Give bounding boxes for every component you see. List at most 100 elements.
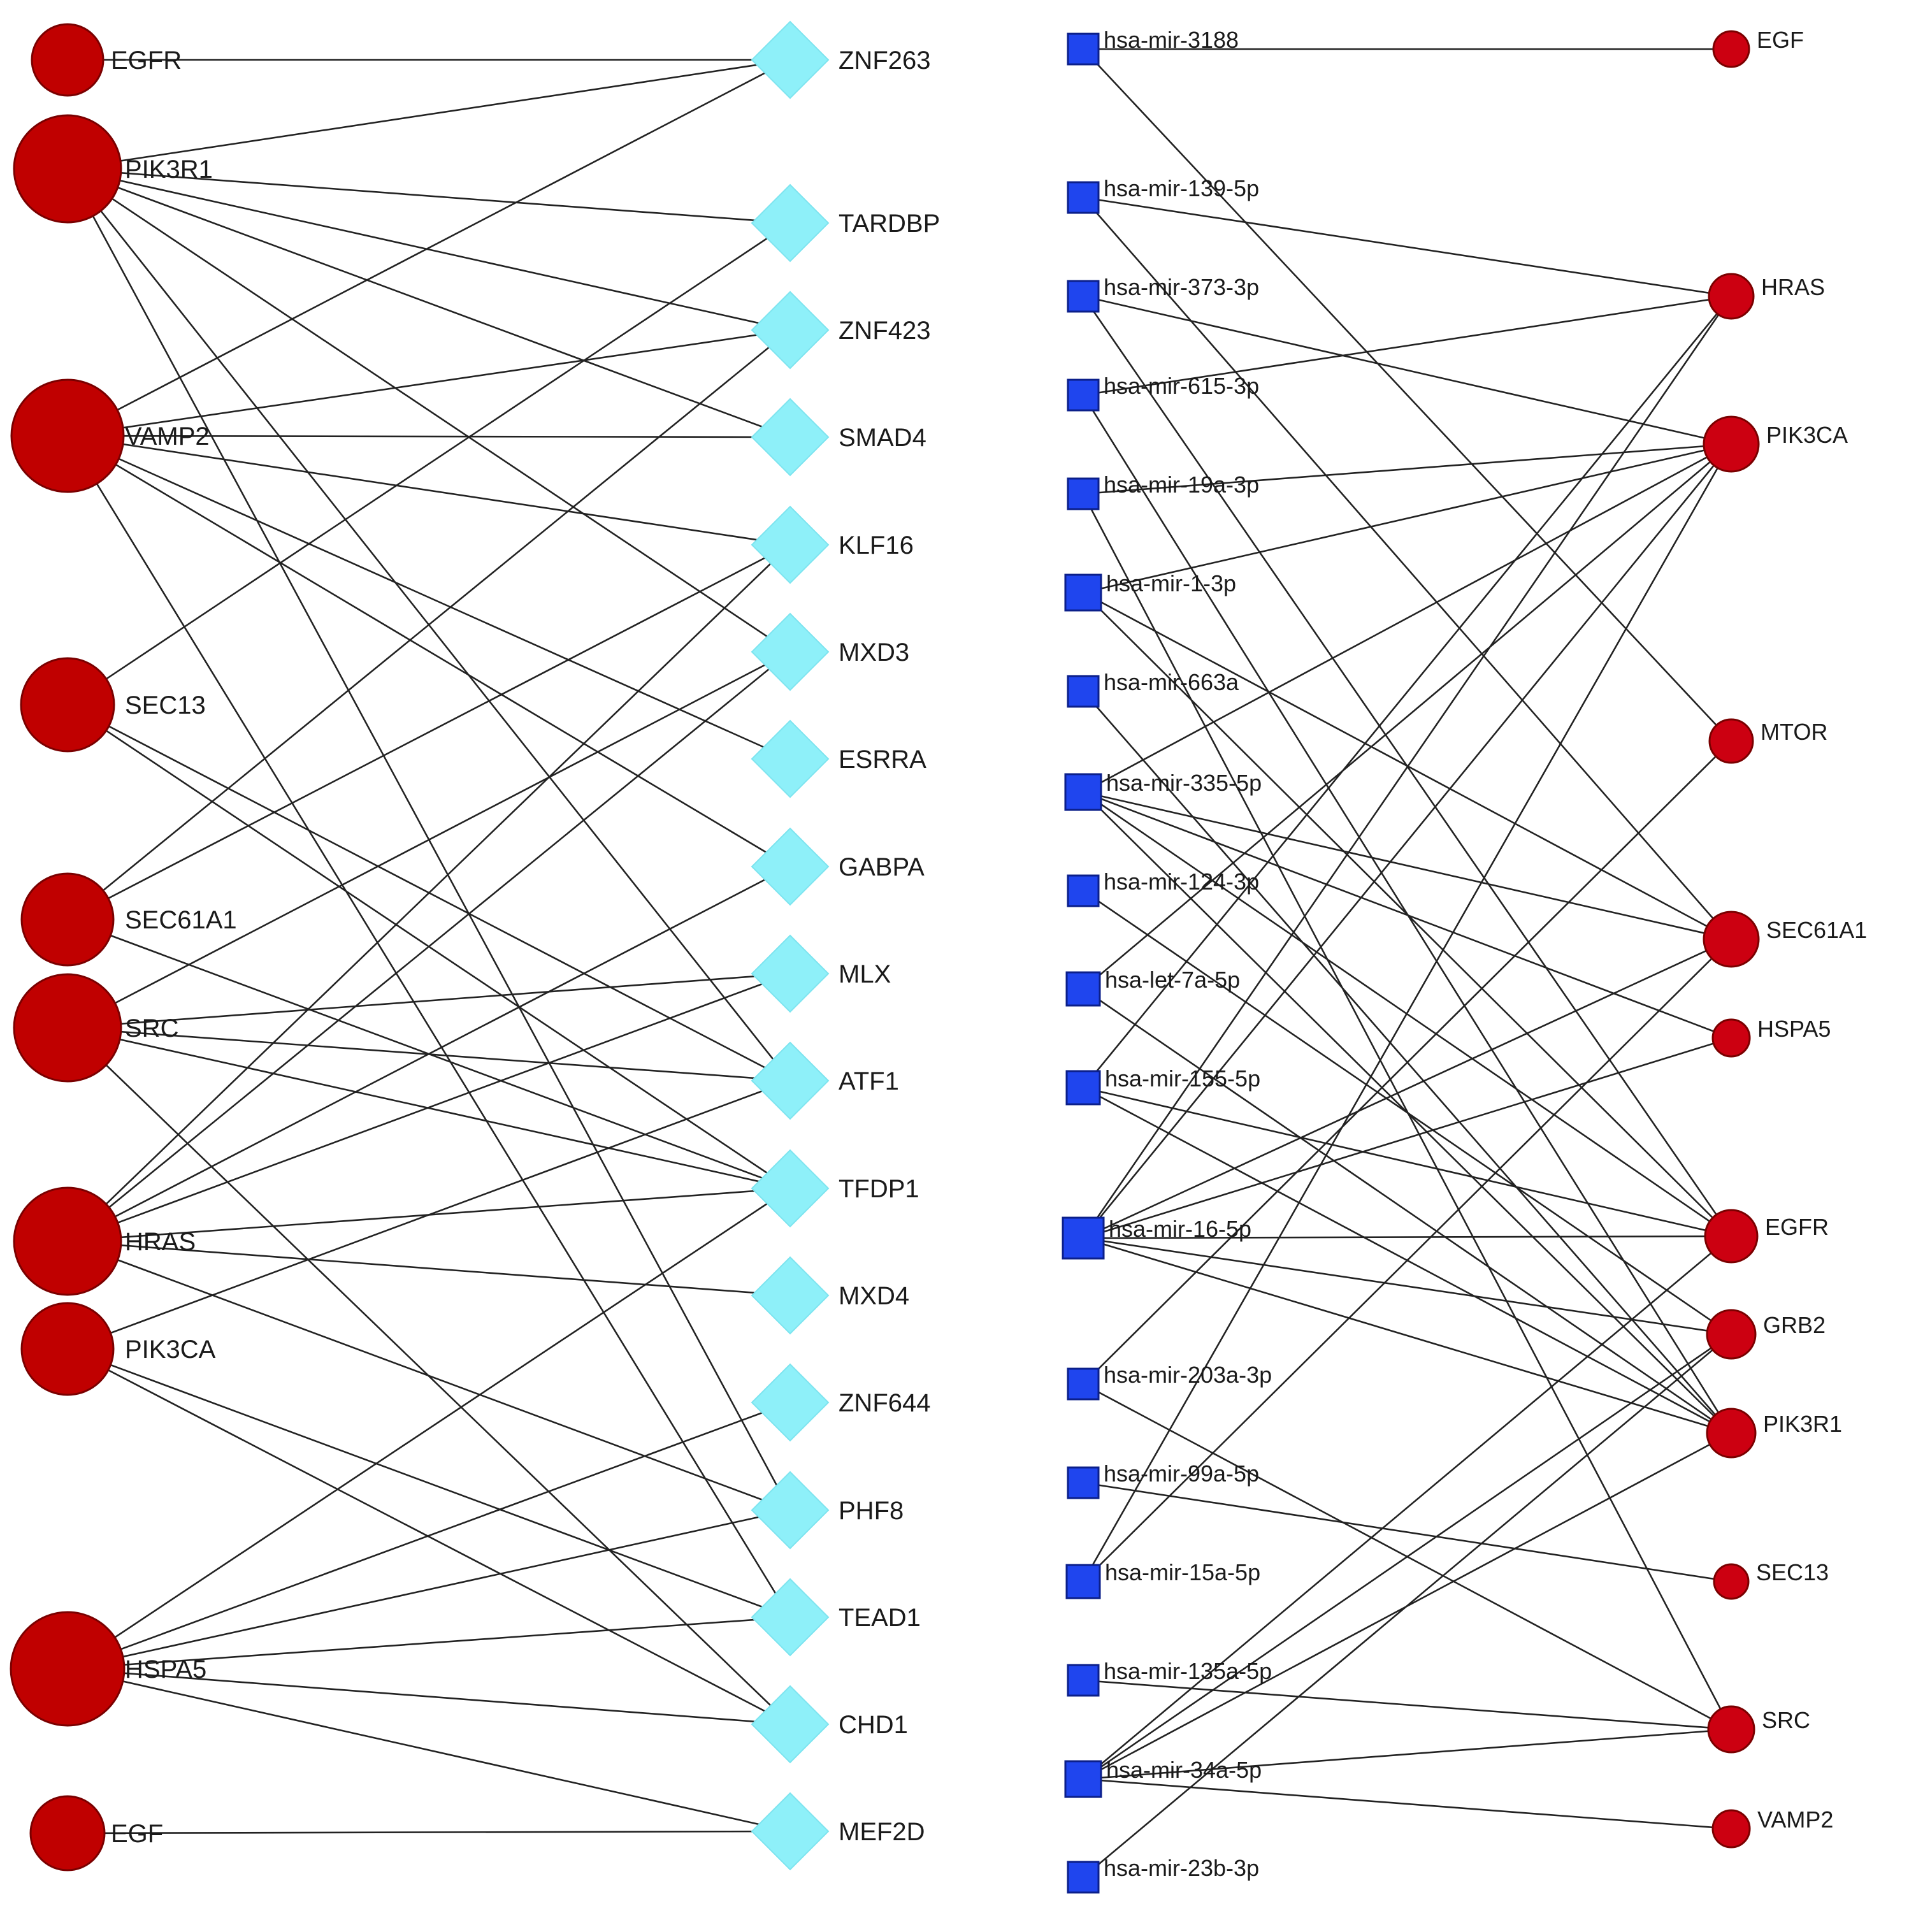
- tf-node-label: ATF1: [839, 1067, 899, 1095]
- mirna-node-hsa-mir-615-3p[interactable]: hsa-mir-615-3p: [1067, 373, 1259, 412]
- hub-node-sec13[interactable]: SEC13: [20, 657, 206, 753]
- edge-pik3r1-smad4: [67, 168, 791, 438]
- tf-node-diamond: [751, 291, 830, 370]
- gene-node-circle: [1703, 911, 1760, 968]
- edge-hsa-mir-23b-3p-grb2: [1083, 1334, 1732, 1878]
- mirna-node-hsa-mir-124-3p[interactable]: hsa-mir-124-3p: [1067, 869, 1259, 907]
- mirna-node-hsa-mir-139-5p[interactable]: hsa-mir-139-5p: [1067, 175, 1259, 214]
- tf-node-znf263[interactable]: ZNF263: [751, 20, 931, 99]
- tf-node-mef2d[interactable]: MEF2D: [751, 1792, 925, 1871]
- gene-node-pik3r1[interactable]: PIK3R1: [1706, 1408, 1842, 1459]
- gene-node-mtor[interactable]: MTOR: [1708, 718, 1827, 764]
- mirna-node-square: [1067, 1664, 1100, 1697]
- gene-node-egfr[interactable]: EGFR: [1704, 1209, 1829, 1264]
- gene-node-src[interactable]: SRC: [1707, 1705, 1810, 1754]
- tf-node-label: KLF16: [839, 531, 914, 559]
- tf-node-atf1[interactable]: ATF1: [751, 1041, 899, 1120]
- hub-node-vamp2[interactable]: VAMP2: [10, 378, 210, 493]
- mirna-node-hsa-mir-3188[interactable]: hsa-mir-3188: [1067, 27, 1239, 66]
- tf-node-znf423[interactable]: ZNF423: [751, 291, 931, 370]
- gene-node-grb2[interactable]: GRB2: [1706, 1309, 1826, 1360]
- edge-vamp2-klf16: [67, 435, 791, 546]
- mirna-node-label: hsa-mir-3188: [1104, 27, 1239, 53]
- edge-egf-mef2d: [67, 1830, 791, 1835]
- tf-node-znf644[interactable]: ZNF644: [751, 1363, 931, 1442]
- hub-node-hspa5[interactable]: HSPA5: [10, 1611, 206, 1727]
- gene-node-label: EGF: [1757, 27, 1804, 53]
- tf-node-tfdp1[interactable]: TFDP1: [751, 1149, 919, 1228]
- gene-node-sec13[interactable]: SEC13: [1713, 1559, 1829, 1600]
- mirna-node-hsa-mir-155-5p[interactable]: hsa-mir-155-5p: [1065, 1065, 1260, 1106]
- hub-node-pik3ca[interactable]: PIK3CA: [20, 1302, 216, 1396]
- hub-node-pik3r1[interactable]: PIK3R1: [13, 114, 213, 224]
- tf-node-diamond: [751, 505, 830, 584]
- gene-node-hspa5[interactable]: HSPA5: [1711, 1016, 1831, 1058]
- tf-node-smad4[interactable]: SMAD4: [751, 398, 926, 477]
- tf-node-tardbp[interactable]: TARDBP: [751, 184, 940, 263]
- mirna-node-square: [1067, 32, 1100, 66]
- mirna-node-hsa-mir-15a-5p[interactable]: hsa-mir-15a-5p: [1065, 1559, 1260, 1599]
- mirna-node-hsa-mir-1-3p[interactable]: hsa-mir-1-3p: [1064, 570, 1236, 612]
- mirna-node-hsa-mir-663a[interactable]: hsa-mir-663a: [1067, 669, 1239, 708]
- hub-node-hras[interactable]: HRAS: [13, 1186, 196, 1296]
- tf-node-diamond: [751, 1149, 830, 1228]
- hub-node-label: VAMP2: [125, 422, 210, 451]
- mirna-node-hsa-let-7a-5p[interactable]: hsa-let-7a-5p: [1065, 967, 1240, 1007]
- mirna-node-hsa-mir-34a-5p[interactable]: hsa-mir-34a-5p: [1064, 1757, 1262, 1798]
- edge-hsa-mir-34a-5p-src: [1083, 1728, 1732, 1780]
- hub-node-egf[interactable]: EGF: [29, 1795, 163, 1871]
- gene-node-circle: [1707, 1705, 1755, 1754]
- mirna-node-square: [1067, 181, 1100, 214]
- gene-node-label: MTOR: [1761, 719, 1827, 745]
- edge-sec13-tardbp: [67, 222, 791, 706]
- edge-hsa-mir-16-5p-grb2: [1083, 1237, 1732, 1336]
- tf-node-diamond: [751, 1471, 830, 1550]
- tf-node-diamond: [751, 1363, 830, 1442]
- hub-node-label: HSPA5: [125, 1655, 206, 1683]
- tf-node-tead1[interactable]: TEAD1: [751, 1578, 921, 1657]
- hub-node-src[interactable]: SRC: [13, 973, 178, 1083]
- mirna-node-label: hsa-mir-19a-3p: [1104, 472, 1259, 498]
- hub-node-egfr[interactable]: EGFR: [31, 23, 182, 97]
- gene-node-circle: [1712, 30, 1750, 68]
- gene-node-label: EGFR: [1765, 1214, 1829, 1240]
- tf-node-klf16[interactable]: KLF16: [751, 505, 914, 584]
- tf-node-chd1[interactable]: CHD1: [751, 1685, 908, 1764]
- edge-vamp2-smad4: [67, 435, 791, 438]
- gene-node-pik3ca[interactable]: PIK3CA: [1703, 415, 1848, 473]
- tf-node-mxd3[interactable]: MXD3: [751, 612, 909, 691]
- hub-node-label: EGFR: [111, 47, 182, 75]
- mirna-node-square: [1064, 773, 1102, 811]
- tf-node-diamond: [751, 719, 830, 798]
- mirna-node-label: hsa-mir-99a-5p: [1104, 1460, 1259, 1487]
- edge-hspa5-mef2d: [67, 1668, 791, 1833]
- tf-node-diamond: [751, 934, 830, 1013]
- mirna-node-hsa-mir-135a-5p[interactable]: hsa-mir-135a-5p: [1067, 1658, 1272, 1697]
- tf-node-mlx[interactable]: MLX: [751, 934, 891, 1013]
- gene-node-sec61a1[interactable]: SEC61A1: [1703, 911, 1867, 968]
- edge-hsa-mir-373-3p-pik3ca: [1083, 295, 1732, 445]
- tf-node-gabpa[interactable]: GABPA: [751, 827, 925, 906]
- mirna-node-hsa-mir-23b-3p[interactable]: hsa-mir-23b-3p: [1067, 1855, 1259, 1894]
- mirna-node-hsa-mir-16-5p[interactable]: hsa-mir-16-5p: [1062, 1216, 1251, 1260]
- mirna-node-hsa-mir-203a-3p[interactable]: hsa-mir-203a-3p: [1067, 1362, 1272, 1401]
- mirna-node-hsa-mir-99a-5p[interactable]: hsa-mir-99a-5p: [1067, 1460, 1259, 1499]
- hub-node-label: SEC13: [125, 691, 206, 719]
- tf-node-label: SMAD4: [839, 424, 926, 452]
- tf-node-label: PHF8: [839, 1497, 904, 1525]
- tf-node-mxd4[interactable]: MXD4: [751, 1256, 909, 1335]
- mirna-node-label: hsa-mir-139-5p: [1104, 175, 1259, 201]
- tf-node-phf8[interactable]: PHF8: [751, 1471, 904, 1550]
- hub-node-sec61a1[interactable]: SEC61A1: [20, 872, 237, 967]
- gene-node-hras[interactable]: HRAS: [1708, 273, 1825, 320]
- hub-node-label: PIK3R1: [125, 155, 213, 184]
- tf-node-esrra[interactable]: ESRRA: [751, 719, 926, 798]
- mirna-node-label: hsa-mir-124-3p: [1104, 869, 1259, 895]
- gene-node-egf[interactable]: EGF: [1712, 27, 1804, 68]
- hub-node-circle: [20, 872, 115, 967]
- mirna-node-hsa-mir-19a-3p[interactable]: hsa-mir-19a-3p: [1067, 472, 1259, 510]
- mirna-node-hsa-mir-373-3p[interactable]: hsa-mir-373-3p: [1067, 274, 1259, 313]
- mirna-node-hsa-mir-335-5p[interactable]: hsa-mir-335-5p: [1064, 770, 1262, 811]
- gene-node-vamp2[interactable]: VAMP2: [1711, 1806, 1833, 1849]
- tf-node-label: GABPA: [839, 853, 925, 881]
